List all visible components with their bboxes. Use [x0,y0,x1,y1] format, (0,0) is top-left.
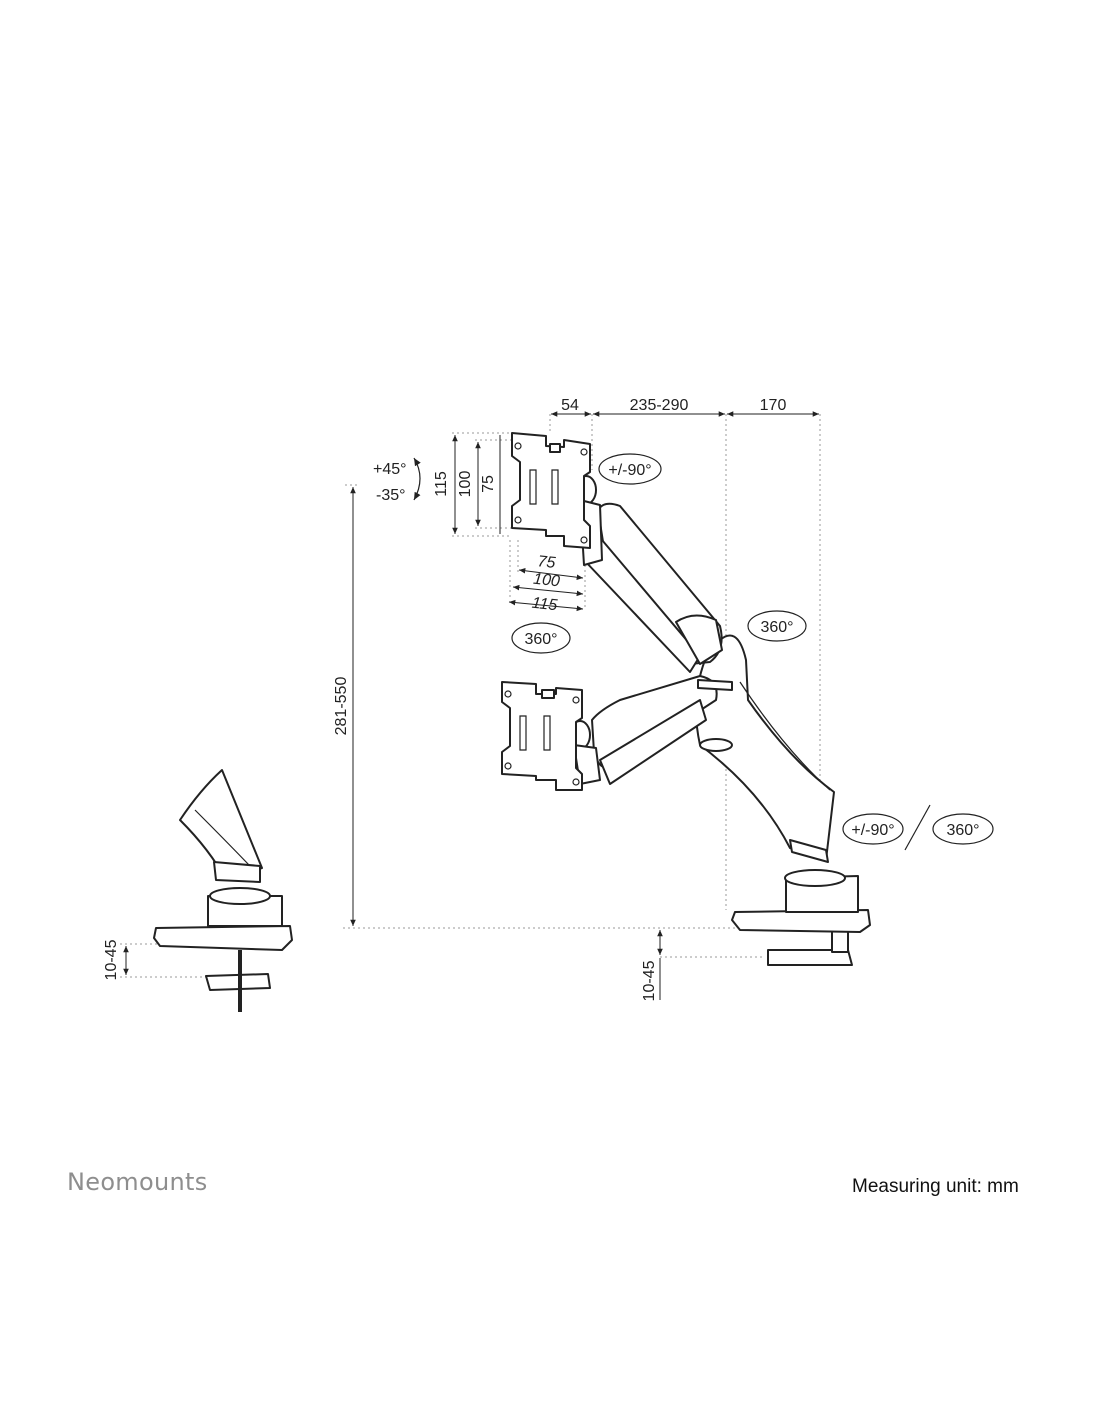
upper-vesa-hole-2 [580,448,588,456]
dim-vesa-75-vertical: 75 [480,475,497,493]
upper-arm-joint [675,614,723,665]
upper-vesa-lock-knob [549,443,561,453]
guide-lines [120,414,821,978]
tilt-arc-icon [413,457,421,501]
rotation-top-ellipse [598,453,662,485]
lower-vesa-hole-3 [504,762,512,770]
detail-arm-edge [194,809,251,867]
dim-desk-thickness-detail: 10-45 [103,939,120,980]
upper-vesa-hole-1 [514,442,522,450]
rotation-base-badge: +/-90° [842,813,904,845]
lower-vesa-hole-1 [504,690,512,698]
dim-vesa-115-vertical: 115 [433,471,450,497]
swivel-base-ellipse [932,813,994,845]
rotation-top-badge: +/-90° [598,453,662,485]
lower-vesa-slot-right [543,715,551,751]
detail-base-column-top [209,887,271,905]
tilt-up-label: +45° [373,461,407,478]
lower-arm-edge [739,681,831,791]
detail-arm-stub [179,769,263,881]
lower-vesa-slot-left [519,715,527,751]
rotation-base-label: +/-90° [851,822,894,839]
upper-vesa-slot-left [529,469,537,505]
brand-logo: Neomounts [67,1168,208,1196]
upper-vesa-hole-4 [580,536,588,544]
swivel-head-label: 360° [524,631,557,648]
lower-arm-slot [699,738,733,752]
base-plate [731,909,871,933]
swivel-base-label: 360° [946,822,979,839]
dim-vesa-100-horizontal: 100 [532,571,560,591]
monitor-arm-main [501,432,871,966]
rotation-base-ellipse [842,813,904,845]
tilt-down-label: -35° [376,487,406,504]
upper-vesa-plate-outline [511,432,591,549]
swivel-joint-ellipse [747,610,807,642]
measuring-unit: Measuring unit: mm [852,1176,1019,1197]
swivel-head-ellipse [511,622,571,654]
lower-vesa-plate-outline [501,681,583,791]
dim-desk-thickness-main: 10-45 [641,960,658,1001]
detail-base-plate [153,925,293,951]
dim-offset-54: 54 [561,397,579,414]
upper-vesa-plate [511,432,591,549]
grommet-mount-detail [153,769,293,1012]
upper-vesa-hole-3 [514,516,522,524]
lower-vesa-plate [501,681,583,791]
separator-slash [904,804,931,851]
swivel-joint-badge: 360° [747,610,807,642]
lower-vesa-hole-4 [572,778,580,786]
dim-vesa-115-horizontal: 115 [531,595,558,615]
dim-vesa-75-horizontal: 75 [537,553,557,572]
lower-joint-cap [789,839,829,863]
swivel-joint-label: 360° [760,619,793,636]
rotation-labels: +45° -35° +/-90° 360° 360° +/-90° 360° [373,453,994,851]
upper-vesa-slot-right [551,469,559,505]
desk-clamp [767,949,853,966]
rotation-top-label: +/-90° [608,462,651,479]
swivel-base-badge: 360° [932,813,994,845]
dimension-lines [123,411,819,1000]
middle-joint-collar [697,679,733,691]
dim-base-depth: 170 [760,397,787,414]
swivel-head-badge: 360° [511,622,571,654]
dim-height-range: 281-550 [333,677,350,736]
dimension-labels: 54 235-290 170 281-550 115 100 75 75 100… [103,397,786,1001]
base-column-top [784,869,846,887]
lower-vesa-lock-knob [541,689,555,699]
dim-arm-length: 235-290 [630,397,689,414]
lower-vesa-hole-2 [572,696,580,704]
dim-vesa-100-vertical: 100 [457,471,474,498]
lower-gas-arm [599,699,707,785]
detail-arm-collar [213,861,261,883]
